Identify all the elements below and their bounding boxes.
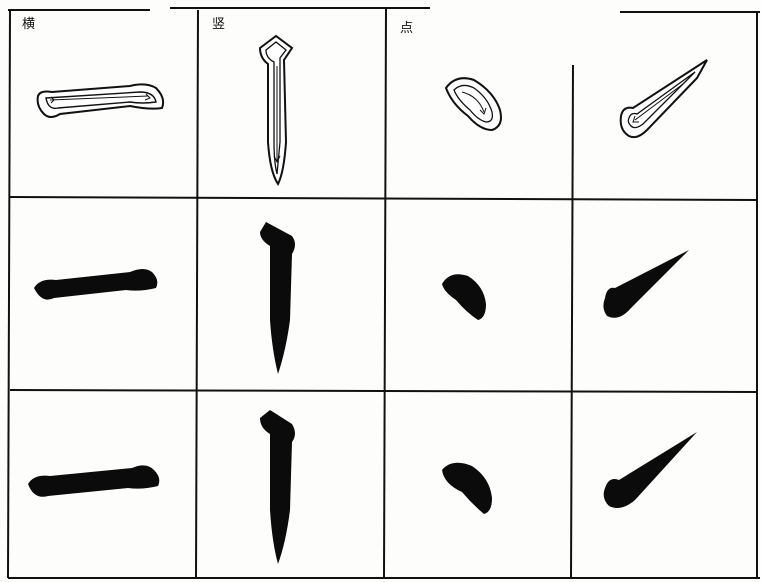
filled-vertical-stroke-1 <box>198 200 386 390</box>
filled-rising-dot-stroke-2 <box>573 392 759 578</box>
filled-horizontal-stroke-1 <box>10 200 198 390</box>
filled-rising-dot-stroke-1 <box>573 200 759 390</box>
filled-vertical-stroke-2 <box>198 392 386 578</box>
filled-dot-stroke-1 <box>386 200 574 390</box>
outline-vertical-stroke <box>198 12 386 198</box>
filled-dot-stroke-2 <box>386 392 574 578</box>
outline-horizontal-stroke <box>10 12 198 198</box>
outline-dot-stroke <box>386 12 574 198</box>
outline-rising-dot-stroke <box>573 12 759 198</box>
filled-horizontal-stroke-2 <box>10 392 198 578</box>
